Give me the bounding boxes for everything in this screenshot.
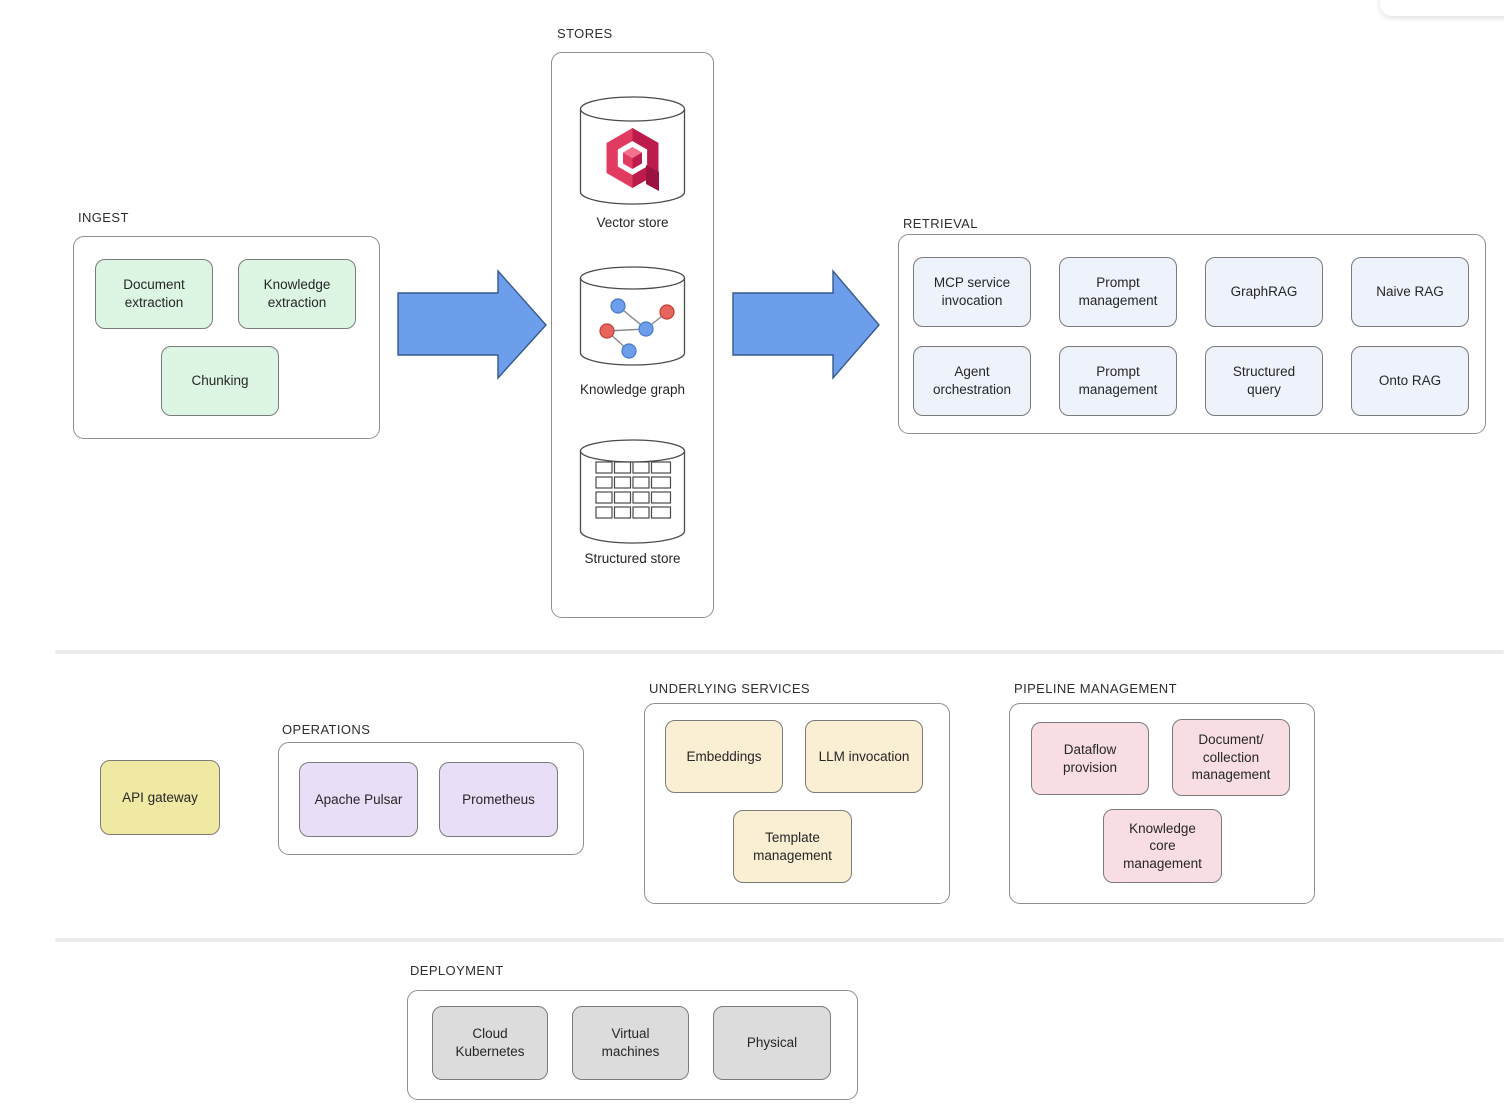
pipeline-management-section-label: PIPELINE MANAGEMENT [1014, 681, 1177, 696]
table-database-icon [579, 439, 686, 544]
node-knowledge-extraction: Knowledge extraction [238, 259, 356, 329]
node-document-collection-management: Document/ collection management [1172, 719, 1290, 796]
node-structured-query: Structured query [1205, 346, 1323, 416]
overlay-panel-edge [1380, 0, 1504, 16]
node-api-gateway: API gateway [100, 760, 220, 835]
structured-store-caption: Structured store [584, 551, 681, 566]
node-knowledge-core-management: Knowledge core management [1103, 809, 1222, 883]
qdrant-logo-icon [606, 128, 659, 191]
node-agent-orchestration: Agent orchestration [913, 346, 1031, 416]
stores-section-label: STORES [557, 26, 613, 41]
node-embeddings: Embeddings [665, 720, 783, 793]
node-prometheus: Prometheus [439, 762, 558, 837]
flow-arrow-ingest-to-stores-icon [397, 269, 547, 380]
vector-store-caption: Vector store [596, 215, 669, 230]
node-chunking: Chunking [161, 346, 279, 416]
vector-database-icon [579, 96, 686, 205]
retrieval-section-label: RETRIEVAL [903, 216, 978, 231]
deployment-section-label: DEPLOYMENT [410, 963, 504, 978]
node-cloud-kubernetes: Cloud Kubernetes [432, 1006, 548, 1080]
node-llm-invocation: LLM invocation [805, 720, 923, 793]
horizontal-divider-1 [55, 650, 1504, 654]
ingest-section-label: INGEST [78, 210, 129, 225]
node-physical: Physical [713, 1006, 831, 1080]
node-prompt-management-1: Prompt management [1059, 257, 1177, 327]
flow-arrow-stores-to-retrieval-icon [732, 269, 880, 380]
operations-section-label: OPERATIONS [282, 722, 371, 737]
underlying-services-section-label: UNDERLYING SERVICES [649, 681, 810, 696]
node-onto-rag: Onto RAG [1351, 346, 1469, 416]
node-mcp-service-invocation: MCP service invocation [913, 257, 1031, 327]
horizontal-divider-2 [55, 938, 1504, 942]
node-apache-pulsar: Apache Pulsar [299, 762, 418, 837]
node-virtual-machines: Virtual machines [572, 1006, 689, 1080]
node-dataflow-provision: Dataflow provision [1031, 722, 1149, 795]
node-prompt-management-2: Prompt management [1059, 346, 1177, 416]
graph-database-icon [579, 266, 686, 366]
node-document-extraction: Document extraction [95, 259, 213, 329]
node-template-management: Template management [733, 810, 852, 883]
knowledge-graph-caption: Knowledge graph [579, 382, 686, 397]
node-graphrag: GraphRAG [1205, 257, 1323, 327]
node-naive-rag: Naive RAG [1351, 257, 1469, 327]
